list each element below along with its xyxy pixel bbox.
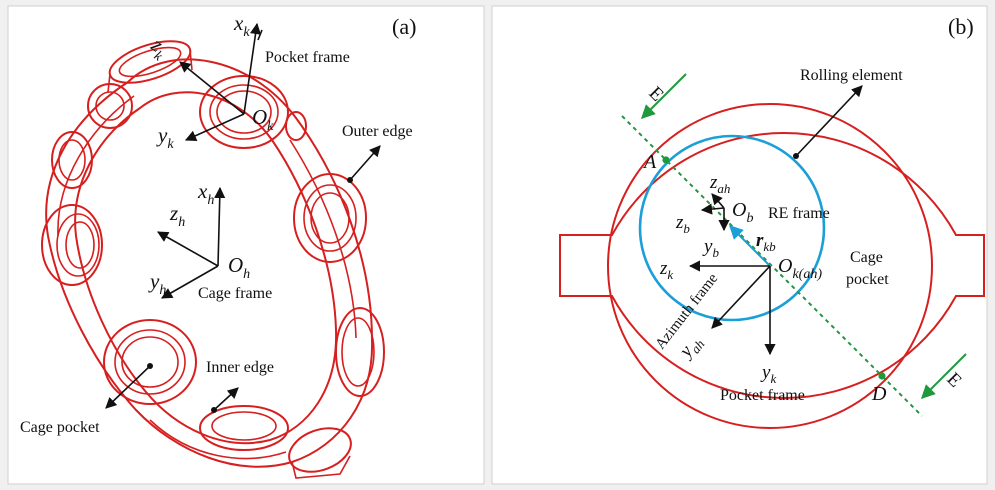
panel-a: (a) — [7, 5, 485, 485]
point-a-label: A — [642, 151, 657, 173]
axis-label-yk-b: yk — [760, 362, 776, 386]
cage-frame-label: Cage frame — [198, 285, 272, 302]
point-a-dot — [662, 156, 670, 164]
origin-label-ok: Ok — [252, 105, 274, 134]
inner-edge-pointer — [213, 387, 239, 411]
axis-label-zah: zah — [709, 172, 730, 196]
panel-b-background — [491, 5, 988, 485]
axis-label-xk: xk — [233, 11, 250, 40]
cage-outline — [559, 131, 985, 400]
vector-rkb — [729, 225, 771, 267]
cage-pocket-label: Cage pocket — [20, 419, 100, 436]
axis-label-zh: zh — [169, 201, 185, 230]
origin-label-oh: Oh — [228, 253, 250, 282]
cage-pocket-left-upper — [51, 131, 93, 189]
axis-label-zk-b: zk — [659, 258, 673, 282]
outer-edge-label: Outer edge — [342, 123, 413, 140]
section-arrow-bottom — [921, 353, 967, 399]
pocket-frame-axes-b — [688, 260, 776, 356]
pocket-frame-axes — [179, 22, 263, 141]
origin-label-ob: Ob — [732, 199, 753, 226]
cage-pocket-right-upper — [285, 111, 307, 141]
rolling-element-pointer — [795, 85, 863, 157]
cage-pocket-left — [41, 204, 103, 286]
cage-pocket-right — [293, 173, 367, 263]
point-d-dot — [878, 372, 886, 380]
cage-band-side-line — [149, 419, 287, 460]
re-frame-label: RE frame — [768, 205, 830, 222]
inner-edge-label: Inner edge — [206, 359, 274, 376]
cage-pocket-right-lower — [335, 307, 385, 397]
cage-band-side-line — [289, 139, 357, 339]
origin-label-okah: Ok(ah) — [778, 255, 822, 282]
axis-label-yh: yh — [148, 269, 166, 298]
cage-ring — [41, 40, 385, 479]
cage-pocket-pointer — [105, 365, 151, 409]
section-line-ee — [621, 115, 923, 417]
axis-label-yk: yk — [156, 123, 174, 152]
cage-pocket-left-lower — [103, 319, 197, 405]
cage-pocket-bottom — [199, 405, 352, 479]
rolling-element-circle — [638, 134, 826, 322]
rolling-element-label: Rolling element — [800, 67, 903, 84]
vector-label-rkb: rkb — [756, 230, 776, 254]
section-arrow-top — [641, 73, 687, 119]
outer-edge-dot — [347, 177, 353, 183]
pocket-frame-label: Pocket frame — [265, 49, 350, 66]
outer-edge-pointer — [349, 145, 381, 181]
panel-a-tag: (a) — [392, 14, 416, 39]
cage-pocket-top-left — [87, 40, 193, 129]
axis-label-zb: zb — [675, 212, 690, 236]
axis-label-xh: xh — [197, 179, 214, 208]
cage-pocket-circle — [607, 103, 933, 429]
point-d-label: D — [871, 383, 887, 405]
cage-frame-axes — [157, 186, 226, 299]
cage-band-side-line — [57, 95, 135, 237]
re-frame-axes — [700, 193, 730, 232]
panel-b: (b) E E A D Rolling element zah Ob RE fr… — [491, 5, 988, 485]
axis-label-yb: yb — [702, 236, 719, 260]
cage-outer-edge-line — [45, 58, 374, 468]
panel-b-tag: (b) — [948, 14, 974, 39]
pocket-frame-label-b: Pocket frame — [720, 387, 805, 404]
cage-pocket-top — [199, 75, 289, 149]
